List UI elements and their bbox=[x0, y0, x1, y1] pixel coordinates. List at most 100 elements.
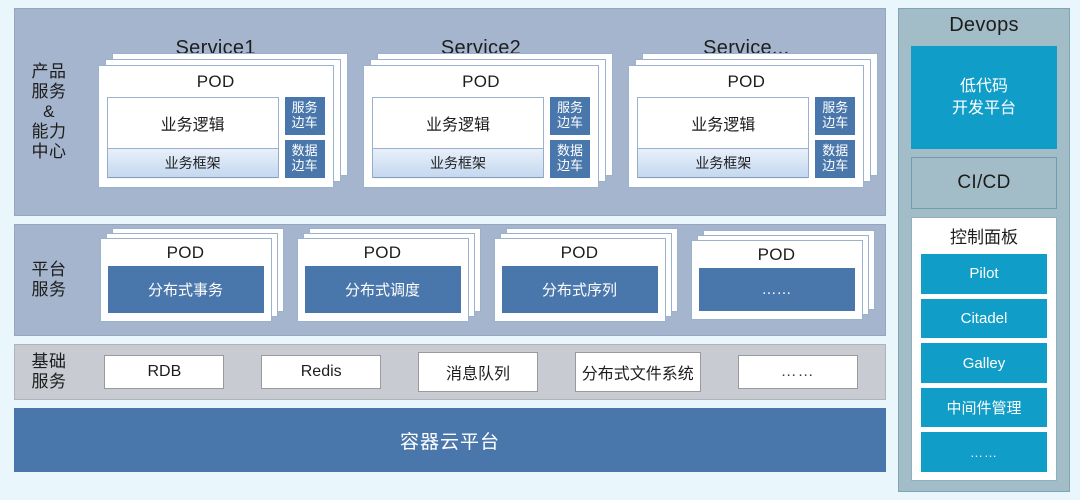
platform-pod-stack-1[interactable]: POD 分布式事务 bbox=[99, 228, 284, 322]
platform-pod-stack-2[interactable]: POD 分布式调度 bbox=[296, 228, 481, 322]
pod-title: POD bbox=[462, 71, 500, 91]
service-sidecar[interactable]: 服务 边车 bbox=[284, 96, 325, 135]
infra-item-more[interactable]: …… bbox=[737, 355, 858, 389]
low-code-label-line-1: 低代码 bbox=[959, 78, 1008, 95]
control-panel-item-middleware-management[interactable]: 中间件管理 bbox=[921, 387, 1047, 428]
platform-pod-card[interactable]: POD 分布式事务 bbox=[99, 238, 272, 322]
platform-service-name: …… bbox=[698, 268, 855, 311]
infra-item-distributed-file-system[interactable]: 分布式文件系统 bbox=[574, 352, 701, 392]
pod-main-container: 业务逻辑 业务框架 bbox=[371, 96, 544, 178]
main-architecture-column: 产品 服务 & 能力 中心 Service1 POD bbox=[14, 8, 886, 492]
band-label-infrastructure-service: 基础 服务 bbox=[15, 345, 83, 399]
business-framework-box: 业务框架 bbox=[638, 147, 809, 177]
band-label-line-1: 平台 bbox=[31, 259, 67, 279]
band-label-platform-service: 平台 服务 bbox=[15, 225, 83, 335]
control-panel-item-citadel[interactable]: Citadel bbox=[921, 298, 1047, 339]
platform-service-name: 分布式序列 bbox=[501, 266, 658, 313]
low-code-label-line-2: 开发平台 bbox=[951, 99, 1016, 117]
pod-contents: 业务逻辑 业务框架 服务 边车 数据 bbox=[371, 96, 590, 178]
sidecar-label-line-1: 服务 bbox=[556, 99, 583, 115]
low-code-platform-card[interactable]: 低代码 开发平台 bbox=[911, 46, 1057, 150]
band-platform-service: 平台 服务 POD 分布式事务 POD 分布式调 bbox=[14, 224, 886, 336]
sidecar-group: 服务 边车 数据 边车 bbox=[549, 96, 590, 178]
band-label-line-1: 产品 bbox=[31, 61, 67, 81]
control-panel-item-pilot[interactable]: Pilot bbox=[921, 254, 1047, 294]
sidecar-group: 服务 边车 数据 边车 bbox=[815, 96, 856, 178]
business-logic-box: 业务逻辑 bbox=[425, 116, 490, 134]
band-label-line-2: 服务 bbox=[31, 81, 67, 101]
business-logic-box: 业务逻辑 bbox=[160, 116, 225, 134]
band-label-line-2: 服务 bbox=[31, 280, 67, 299]
sidecar-group: 服务 边车 数据 边车 bbox=[284, 96, 325, 178]
sidecar-label-line-2: 边车 bbox=[291, 157, 318, 173]
band-label-line-4: 能力 bbox=[31, 122, 67, 142]
platform-pod-card[interactable]: POD 分布式调度 bbox=[296, 238, 469, 322]
pod-contents: 业务逻辑 业务框架 服务 边车 数据 bbox=[106, 96, 325, 178]
devops-sidebar: Devops 低代码 开发平台 CI/CD 控制面板 Pilot Citadel… bbox=[898, 8, 1070, 492]
sidecar-label-line-1: 数据 bbox=[822, 142, 849, 158]
control-panel-title: 控制面板 bbox=[950, 228, 1018, 248]
data-sidecar[interactable]: 数据 边车 bbox=[815, 139, 856, 178]
service-card-3[interactable]: Service... POD 业务逻辑 业务框架 bbox=[618, 37, 879, 188]
business-framework-box: 业务框架 bbox=[372, 147, 543, 177]
band-infrastructure-service: 基础 服务 RDB Redis 消息队列 分布式文件系统 …… bbox=[14, 344, 886, 400]
band-label-line-1: 基础 bbox=[31, 351, 67, 371]
devops-title: Devops bbox=[949, 14, 1019, 36]
pod-title: POD bbox=[196, 71, 235, 91]
sidecar-label-line-2: 边车 bbox=[822, 114, 849, 130]
service-sidecar[interactable]: 服务 边车 bbox=[549, 96, 590, 135]
data-sidecar[interactable]: 数据 边车 bbox=[284, 139, 325, 178]
control-panel-card: 控制面板 Pilot Citadel Galley 中间件管理 …… bbox=[911, 217, 1057, 481]
service-card-2[interactable]: Service2 POD 业务逻辑 业务框架 bbox=[352, 37, 613, 188]
sidecar-label-line-1: 服务 bbox=[291, 99, 318, 115]
sidecar-label-line-2: 边车 bbox=[556, 114, 583, 130]
band-product-service-center: 产品 服务 & 能力 中心 Service1 POD bbox=[14, 8, 886, 216]
platform-pod-stack-4[interactable]: POD …… bbox=[690, 230, 875, 320]
sidecar-label-line-1: 数据 bbox=[556, 142, 583, 158]
sidecar-label-line-1: 服务 bbox=[822, 99, 849, 115]
platform-service-name: 分布式调度 bbox=[304, 266, 461, 313]
sidecar-label-line-1: 数据 bbox=[291, 142, 318, 158]
pod-title: POD bbox=[727, 71, 766, 91]
pod-title: POD bbox=[166, 243, 205, 262]
pod-title: POD bbox=[560, 243, 599, 262]
pod-stack: POD 业务逻辑 业务框架 服务 边车 bbox=[628, 52, 879, 188]
platform-pod-card[interactable]: POD …… bbox=[690, 240, 863, 320]
container-cloud-platform-bar: 容器云平台 bbox=[14, 408, 886, 472]
infra-item-message-queue[interactable]: 消息队列 bbox=[417, 352, 538, 392]
business-framework-box: 业务框架 bbox=[107, 147, 278, 177]
service-group: Service1 POD 业务逻辑 业务框架 bbox=[83, 9, 885, 215]
sidecar-label-line-2: 边车 bbox=[556, 157, 583, 173]
pod-main-container: 业务逻辑 业务框架 bbox=[637, 96, 810, 178]
sidecar-label-line-2: 边车 bbox=[291, 114, 318, 130]
platform-pod-card[interactable]: POD 分布式序列 bbox=[493, 238, 666, 322]
pod-contents: 业务逻辑 业务框架 服务 边车 数据 bbox=[637, 96, 856, 178]
service-sidecar[interactable]: 服务 边车 bbox=[815, 96, 856, 135]
pod-main-container: 业务逻辑 业务框架 bbox=[106, 96, 279, 178]
platform-service-name: 分布式事务 bbox=[107, 266, 264, 313]
service-card-1[interactable]: Service1 POD 业务逻辑 业务框架 bbox=[87, 37, 348, 188]
band-label-line-5: 中心 bbox=[31, 142, 67, 162]
pod-card[interactable]: POD 业务逻辑 业务框架 服务 边车 bbox=[97, 64, 334, 188]
cicd-card[interactable]: CI/CD bbox=[911, 157, 1057, 210]
infra-item-redis[interactable]: Redis bbox=[261, 355, 382, 389]
control-panel-item-galley[interactable]: Galley bbox=[921, 343, 1047, 383]
data-sidecar[interactable]: 数据 边车 bbox=[549, 139, 590, 178]
infrastructure-item-group: RDB Redis 消息队列 分布式文件系统 …… bbox=[83, 345, 885, 399]
pod-title: POD bbox=[757, 245, 796, 264]
infra-item-rdb[interactable]: RDB bbox=[104, 355, 225, 389]
pod-stack: POD 业务逻辑 业务框架 服务 边车 bbox=[362, 52, 613, 188]
pod-title: POD bbox=[363, 243, 402, 262]
business-logic-box: 业务逻辑 bbox=[691, 116, 756, 134]
sidecar-label-line-2: 边车 bbox=[822, 157, 849, 173]
container-cloud-platform-label: 容器云平台 bbox=[399, 431, 500, 453]
band-label-product-service-center: 产品 服务 & 能力 中心 bbox=[15, 9, 83, 215]
platform-pod-stack-3[interactable]: POD 分布式序列 bbox=[493, 228, 678, 322]
control-panel-item-more[interactable]: …… bbox=[921, 432, 1047, 472]
band-label-line-2: 服务 bbox=[31, 372, 67, 391]
pod-stack: POD 业务逻辑 业务框架 服务 边车 bbox=[97, 52, 348, 188]
pod-card[interactable]: POD 业务逻辑 业务框架 服务 边车 bbox=[362, 64, 599, 188]
platform-pod-group: POD 分布式事务 POD 分布式调度 POD bbox=[83, 225, 885, 335]
pod-card[interactable]: POD 业务逻辑 业务框架 服务 边车 bbox=[628, 64, 865, 188]
